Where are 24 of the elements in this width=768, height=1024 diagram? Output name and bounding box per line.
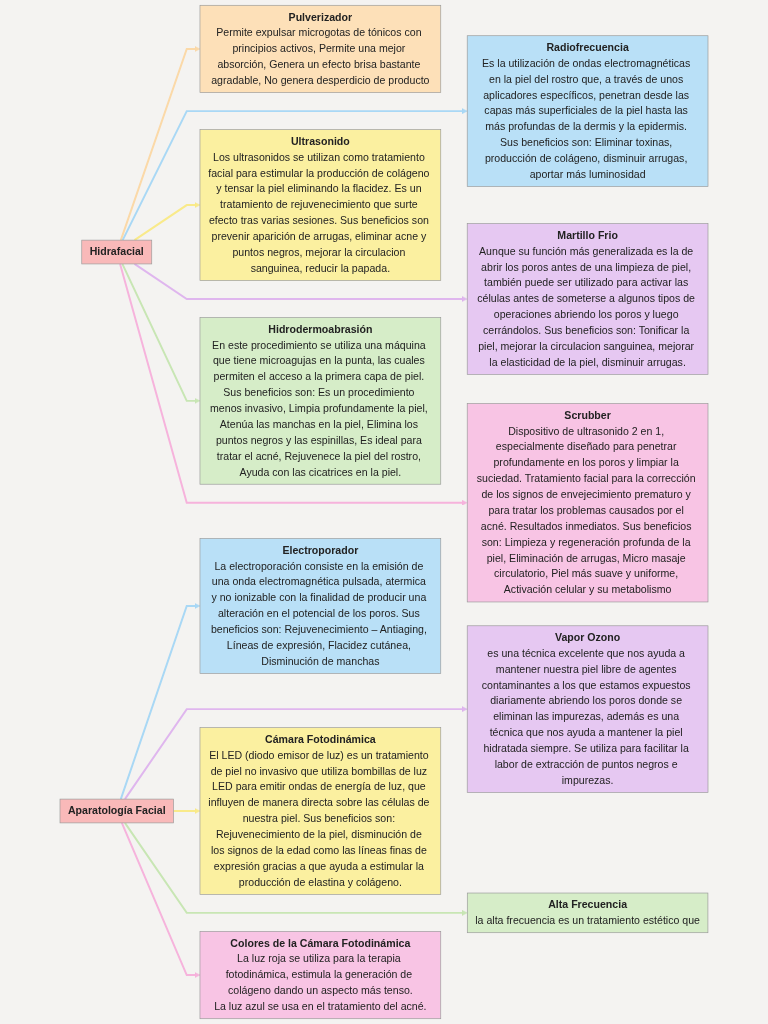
arrow [119,262,468,506]
node-box: Alta Frecuencia la alta frecuencia es un tratamiento estético que [466,892,709,934]
node-box: Aparatología Facial [59,798,174,824]
arrow [133,262,468,302]
arrow [120,821,201,978]
node-box: Pulverizador Permite expulsar microgotas de tónicos con principios activos, Permite una mejor absorción, Genera un efecto brisa bastante agradable, No genera desperdicio de producto [199,4,442,93]
node-box: Scrubber Dispositivo de ultrasonido 2 en 1, especialmente diseñado para penetrar profundamente en los poros y limpiar la suciedad. Tratamiento facial para la corrección de los signos de envejecimiento prematuro y para tratar los problemas causados por el acné. Resultados inmediatos. Sus beneficios son: Limpieza y regeneración profunda de la piel, Eliminación de arrugas, Micro masaje circulatorio, Piel más suave y uniforme, Activación celular y su metabolismo [466,403,709,603]
arrow [123,706,468,801]
arrow [121,108,468,242]
node-box: Hidrafacial [81,239,153,265]
arrow [123,821,468,916]
node-box: Hidrodermoabrasión En este procedimiento se utiliza una máquina que tiene microagujas en la punta, las cuales permiten el acceso a la primera capa de piel. Sus beneficios son: Es un procedimiento menos invasivo, Limpia profundamente la piel, Atenúa las manchas en la piel, Elimina los puntos negros y las espinillas, Es ideal para tratar el acné, Rejuvenece la piel del rostro, Ayuda con las cicatrices en la piel. [199,317,442,485]
node-box: Cámara Fotodinámica El LED (diodo emisor de luz) es un tratamiento de piel no invasivo que utiliza bombillas de luz LED para emitir ondas de energía de luz, que influyen de manera directa sobre las células de nuestra piel. Sus beneficios son: Rejuvenecimiento de la piel, disminución de los signos de la edad como las líneas finas de expresión gracias a que ayuda a estimular la producción de elastina y colágeno. [199,727,442,895]
node-box: Colores de la Cámara Fotodinámica La luz roja se utiliza para la terapia fotodinámica, estimula la generación de colágeno dando un aspecto más tenso. La luz azul se usa en el tratamiento del acné. [199,931,442,1020]
arrow [172,808,201,814]
arrow [121,262,201,404]
node-box: Electroporador La electroporación consiste en la emisión de una onda electromagnética pulsada, atermica y no ionizable con la finalidad de producir una alteración en el potencial de los poros. Sus beneficios son: Rejuvenecimiento – Antiaging, Líneas de expresión, Flacidez cutánea, Disminución de manchas [199,538,442,674]
node-box: Martillo Frio Aunque su función más generalizada es la de abrir los poros antes de una limpieza de piel, también puede ser utilizado para activar las células antes de someterse a algunos tipos de operaciones abriendo los poros y luego cerrándolos. Sus beneficios son: Tonificar la piel, mejorar la circulacion sanguinea, mejorar la elasticidad de la piel, disminuir arrugas. [466,223,709,375]
arrow [133,202,201,242]
arrow [119,46,201,242]
arrow [119,603,201,801]
node-box: Vapor Ozono es una técnica excelente que nos ayuda a mantener nuestra piel libre de agentes contaminantes a los que estamos expuestos diariamente abriendo los poros donde se eliminan las impurezas, además es una técnica que nos ayuda a mantener la piel hidratada siempre. Se utiliza para facilitar la labor de extracción de puntos negros e impurezas. [466,625,709,793]
node-box: Radiofrecuencia Es la utilización de ondas electromagnéticas en la piel del rostro que, a través de unos aplicadores específicos, penetran desde las capas más superficiales de la piel hasta las más profundas de la dermis y la epidermis. Sus beneficios son: Eliminar toxinas, producción de colágeno, disminuir arrugas, aportar más luminosidad [466,35,709,187]
node-box: Ultrasonido Los ultrasonidos se utilizan como tratamiento facial para estimular la producción de colágeno y tensar la piel eliminando la flacidez. Es un tratamiento de rejuvenecimiento que surte efecto tras varias sesiones. Sus beneficios son prevenir aparición de arrugas, eliminar acne y puntos negros, mejorar la circulacion sanguinea, reducir la papada. [199,129,442,281]
